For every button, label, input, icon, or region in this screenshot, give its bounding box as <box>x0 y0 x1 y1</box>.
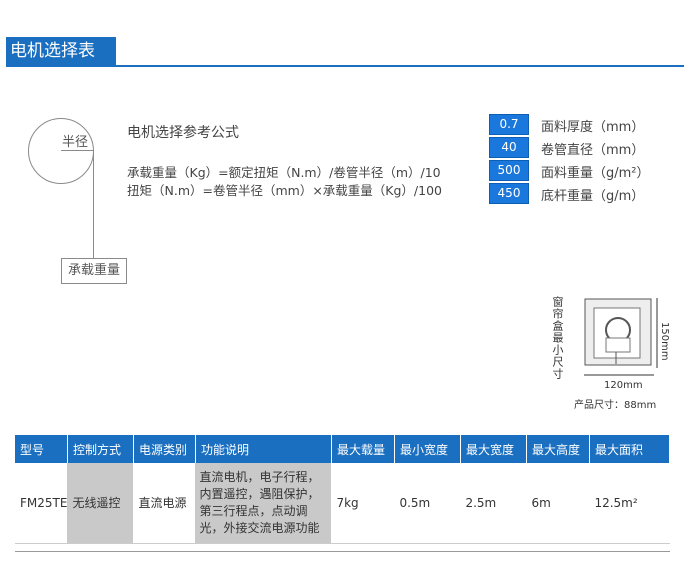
width-dimension-line <box>584 374 654 376</box>
header-max-load: 最大载量 <box>331 435 395 463</box>
header-max-height: 最大高度 <box>526 435 590 463</box>
load-label-box: 承载重量 <box>61 258 127 284</box>
param-fabric-weight-value[interactable]: 500 <box>489 160 529 181</box>
cell-features: 直流电机，电子行程，内置遥控，遇阻保护，第三行程点，点动调光，外接交流电源功能 <box>195 463 332 544</box>
spec-table: 型号 控制方式 电源类别 功能说明 最大载量 最小宽度 最大宽度 最大高度 最大… <box>15 435 671 544</box>
table-header-row: 型号 控制方式 电源类别 功能说明 最大载量 最小宽度 最大宽度 最大高度 最大… <box>15 435 671 463</box>
header-min-width: 最小宽度 <box>394 435 461 463</box>
window-box-side-label: 窗帘盒最小尺寸 <box>551 296 564 380</box>
window-box-height-label: 150mm <box>659 322 670 361</box>
window-box-diagram <box>584 298 652 366</box>
cell-model: FM25TE <box>15 463 68 544</box>
param-tube-diameter-value[interactable]: 40 <box>489 137 529 158</box>
cell-max-height: 6m <box>526 463 590 544</box>
table-row: FM25TE 无线遥控 直流电源 直流电机，电子行程，内置遥控，遇阻保护，第三行… <box>15 463 670 544</box>
header-model: 型号 <box>15 435 68 463</box>
page-title: 电机选择表 <box>6 37 116 65</box>
param-thickness-label: 面料厚度（mm） <box>541 120 645 135</box>
formula-title: 电机选择参考公式 <box>127 125 239 141</box>
header-features: 功能说明 <box>195 435 332 463</box>
formula-torque: 扭矩（N.m）=卷管半径（mm）×承载重量（Kg）/100 <box>127 183 443 198</box>
cell-max-load: 7kg <box>331 463 395 544</box>
table-bottom-border <box>15 551 670 552</box>
cell-min-width: 0.5m <box>394 463 461 544</box>
param-fabric-weight-label: 面料重量（g/m²） <box>541 166 650 181</box>
param-thickness-value[interactable]: 0.7 <box>489 114 529 135</box>
header-max-area: 最大面积 <box>589 435 671 463</box>
height-dimension-line <box>656 298 658 368</box>
formula-load: 承载重量（Kg）=额定扭矩（N.m）/卷管半径（m）/10 <box>127 165 441 180</box>
header-power: 电源类别 <box>133 435 196 463</box>
cell-power: 直流电源 <box>133 463 196 544</box>
radius-label: 半径 <box>62 135 89 150</box>
title-underline <box>6 65 684 67</box>
param-tube-diameter-label: 卷管直径（mm） <box>541 143 645 158</box>
cell-max-area: 12.5m² <box>589 463 670 544</box>
param-bottom-bar-label: 底杆重量（g/m） <box>541 189 645 204</box>
window-box-width-label: 120mm <box>604 380 643 391</box>
param-bottom-bar-value[interactable]: 450 <box>489 183 529 204</box>
cell-max-width: 2.5m <box>460 463 527 544</box>
header-control: 控制方式 <box>67 435 134 463</box>
product-size-label: 产品尺寸：88mm <box>574 400 657 411</box>
header-max-width: 最大宽度 <box>460 435 527 463</box>
radius-line <box>61 150 93 151</box>
roller-tube-circle <box>28 118 94 184</box>
fabric-line <box>93 150 94 258</box>
cell-control: 无线遥控 <box>67 463 134 544</box>
